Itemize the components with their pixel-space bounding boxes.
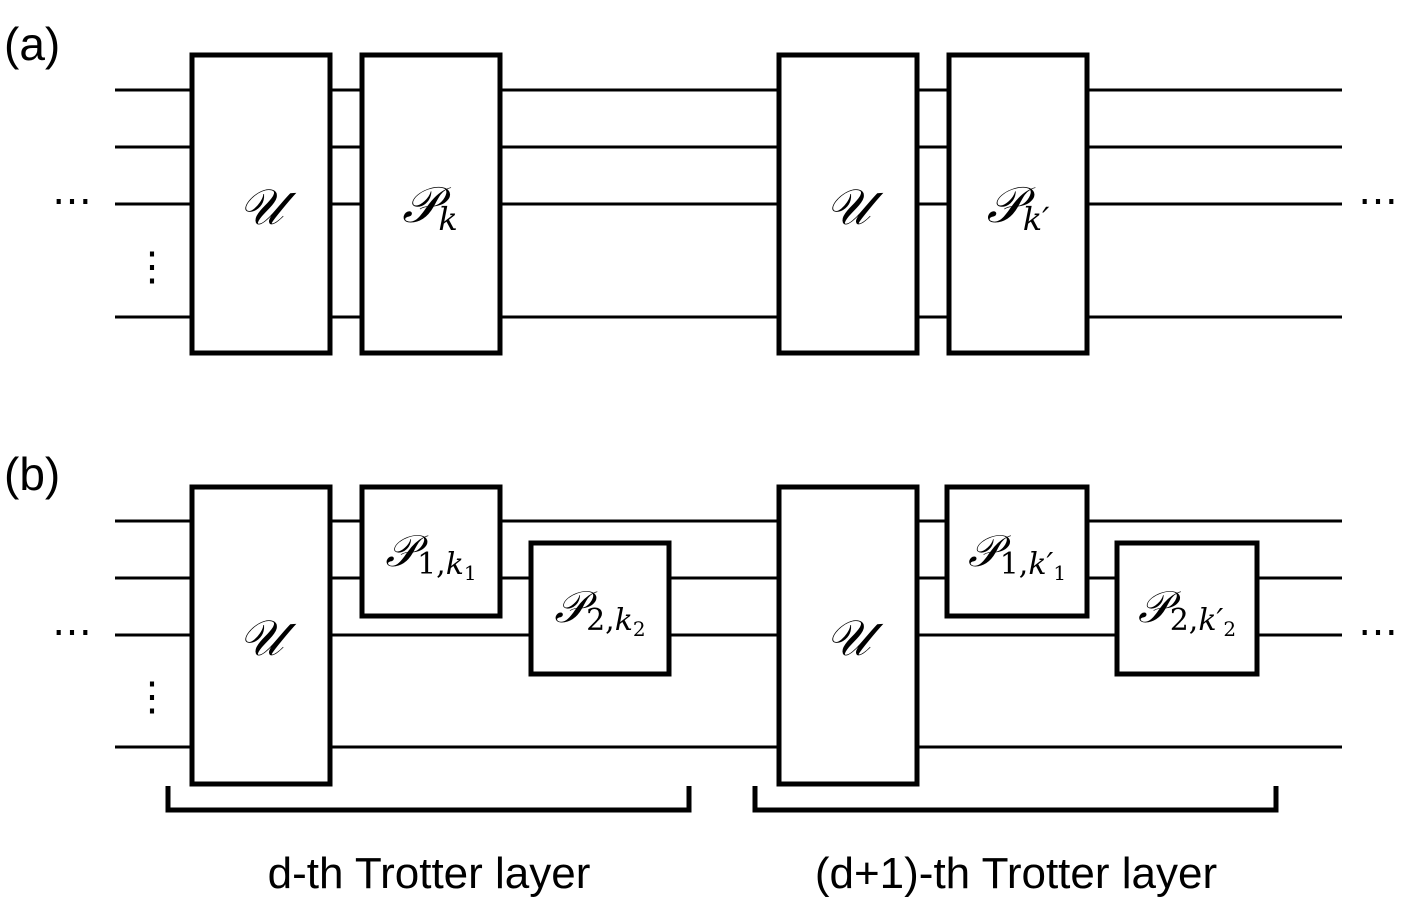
gate-subscript: 2 <box>1223 617 1236 641</box>
gate-subscript: 1, <box>417 547 446 582</box>
projection-gate: 𝒫1,k1 <box>359 484 503 619</box>
vertical-ellipsis: ⋮ <box>132 244 172 290</box>
gate-subscript: 1 <box>1053 561 1066 585</box>
unitary-gate: 𝒰 <box>776 52 920 356</box>
gate-subscript: 2, <box>1170 603 1199 638</box>
gate-subscript: k′ <box>1028 547 1053 582</box>
panel-a: (a) ⋯ ⋯ ⋮ 𝒰 𝒫k 𝒰 <box>4 18 1398 356</box>
panel-b: (b) ⋯ ⋯ ⋮ 𝒰 𝒫1,k1 𝒫2,k2 <box>4 448 1398 898</box>
projection-gate: 𝒫k′ <box>946 52 1090 356</box>
layer-label: d-th Trotter layer <box>268 849 591 898</box>
gate-label: 𝒫2,k′2 <box>1138 582 1236 641</box>
right-ellipsis: ⋯ <box>1358 609 1398 655</box>
gate-subscript: k <box>438 200 457 238</box>
gate-subscript: 1 <box>464 561 477 585</box>
projection-gate: 𝒫k <box>359 52 503 356</box>
gate-label: 𝒫k′ <box>987 176 1050 238</box>
layer-label: (d+1)-th Trotter layer <box>815 849 1217 898</box>
projection-gate: 𝒫2,k′2 <box>1114 540 1260 677</box>
panel-b-label: (b) <box>4 448 60 500</box>
gate-label: 𝒫2,k2 <box>554 582 645 641</box>
gate-subscript: k <box>615 603 633 638</box>
unitary-gate: 𝒰 <box>189 52 333 356</box>
gate-subscript: k′ <box>1023 200 1050 238</box>
projection-gate: 𝒫1,k′1 <box>944 484 1090 619</box>
gate-subscript: k <box>446 547 464 582</box>
unitary-gate: 𝒰 <box>189 484 333 787</box>
left-ellipsis: ⋯ <box>52 609 92 655</box>
projection-gate: 𝒫2,k2 <box>528 540 672 677</box>
right-ellipsis: ⋯ <box>1358 178 1398 224</box>
gate-subscript: k′ <box>1198 603 1223 638</box>
unitary-gate: 𝒰 <box>776 484 920 787</box>
gate-subscript: 2, <box>586 603 615 638</box>
panel-a-label: (a) <box>4 18 60 70</box>
vertical-ellipsis: ⋮ <box>132 674 172 720</box>
trotter-layer-bracket <box>752 786 1279 813</box>
left-ellipsis: ⋯ <box>52 178 92 224</box>
gate-subscript: 1, <box>1000 547 1029 582</box>
gate-subscript: 2 <box>633 617 646 641</box>
trotter-layer-bracket <box>165 786 692 813</box>
gate-label: 𝒫1,k1 <box>385 526 476 585</box>
